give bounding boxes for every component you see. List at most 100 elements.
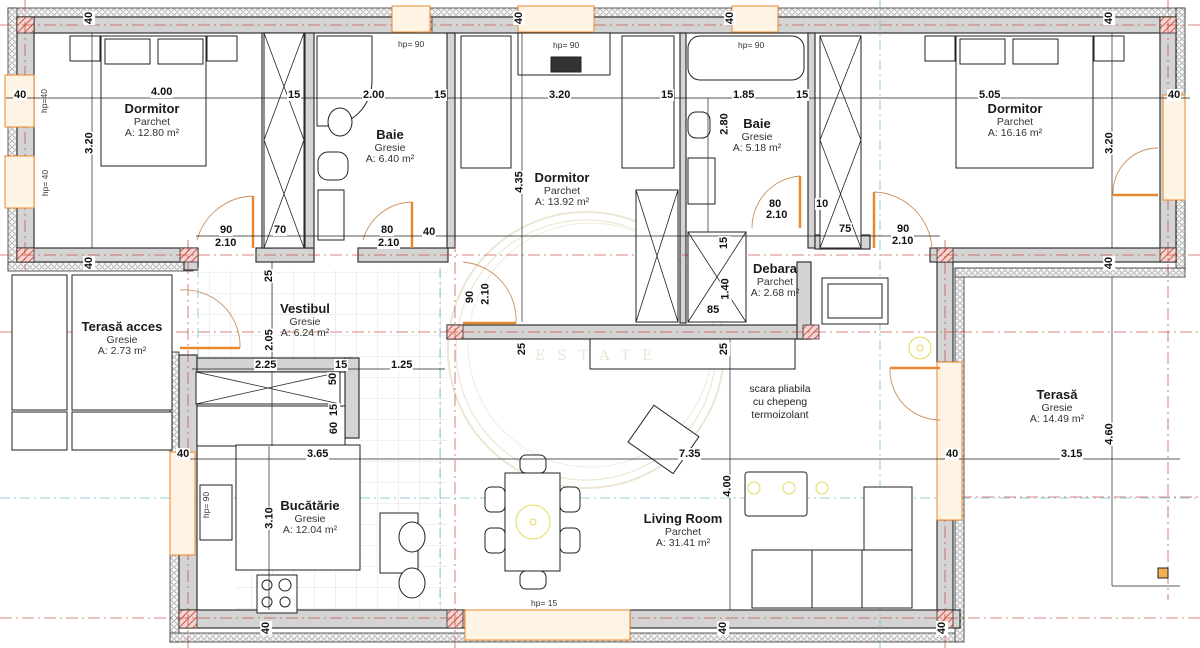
room-name: Living Room	[643, 511, 723, 526]
dim-bottom-wall-2: 40	[717, 620, 730, 636]
dim-kitchen-width: 3.65	[306, 448, 330, 460]
windows	[4, 5, 1186, 641]
hp-kitchen-window: hp= 90	[201, 491, 212, 519]
room-area: A: 2.73 m²	[97, 345, 147, 358]
room-area: A: 5.18 m²	[732, 142, 782, 155]
room-floor: Gresie	[289, 315, 321, 328]
dim-vestibul-25: 25	[263, 268, 276, 284]
doors	[179, 147, 1159, 421]
room-name: Dormitor	[534, 170, 590, 185]
dim-debara-1-40: 1.40	[719, 277, 732, 301]
dim-vestibul-50: 50	[327, 371, 340, 387]
room-area: A: 12.04 m²	[282, 524, 338, 537]
room-label-dormitor-1: Dormitor Parchet A: 12.80 m²	[124, 101, 180, 140]
room-label-living-room: Living Room Parchet A: 31.41 m²	[643, 511, 723, 550]
room-area: A: 16.16 m²	[987, 127, 1043, 140]
room-floor: Parchet	[543, 184, 581, 197]
dim-door-b2-width: 80	[768, 198, 783, 210]
dim-door-d3-width: 90	[896, 223, 911, 235]
dim-b1-side: 40	[422, 226, 437, 238]
room-name: Terasă acces	[81, 319, 163, 334]
dim-vestibul-1-25: 1.25	[390, 359, 414, 371]
dim-wardrobe-d1: 70	[273, 224, 288, 236]
dim-vestibul-height: 2.05	[263, 328, 276, 352]
dim-bottom-wall-1: 40	[260, 620, 273, 636]
dim-vestibul-15a: 15	[334, 359, 349, 371]
dim-door-dorm2-height: 2.10	[479, 282, 492, 306]
room-name: Baie	[743, 116, 771, 131]
furniture	[11, 32, 1169, 614]
room-label-baie-1: Baie Gresie A: 6.40 m²	[365, 127, 415, 166]
room-floor: Parchet	[133, 115, 171, 128]
hp-baie2-window: hp= 90	[738, 40, 765, 50]
dim-d1-height: 3.20	[83, 131, 96, 155]
room-floor: Parchet	[996, 115, 1034, 128]
dim-b2-side: 10	[815, 198, 830, 210]
dim-b1-wall: 15	[433, 89, 448, 101]
room-name: Bucătărie	[280, 498, 340, 513]
room-label-baie-2: Baie Gresie A: 5.18 m²	[732, 116, 782, 155]
dim-debara-15: 15	[718, 235, 731, 251]
room-name: Terasă	[1036, 387, 1078, 402]
room-area: A: 13.92 m²	[534, 196, 590, 209]
note-line-2: cu chepeng	[752, 396, 808, 409]
light-fixtures	[515, 336, 932, 540]
folding-stair-note: scara pliabila cu chepeng termoizolant	[749, 383, 810, 422]
dim-top-wall-3: 40	[724, 10, 737, 26]
room-label-terasa-acces: Terasă acces Gresie A: 2.73 m²	[81, 319, 163, 358]
dim-b2-wall: 15	[795, 89, 810, 101]
dim-door-dorm2-width: 90	[464, 289, 477, 305]
room-name: Vestibul	[280, 301, 330, 316]
dim-living-height: 4.00	[721, 474, 734, 498]
dim-living-25b: 25	[718, 341, 731, 357]
room-name: Dormitor	[124, 101, 180, 116]
dim-door-d1-width: 90	[219, 224, 234, 236]
room-area: A: 6.24 m²	[280, 327, 330, 340]
room-area: A: 14.49 m²	[1029, 413, 1085, 426]
dim-top-wall-1: 40	[83, 10, 96, 26]
note-line-3: termoizolant	[751, 409, 809, 422]
room-area: A: 6.40 m²	[365, 153, 415, 166]
room-label-dormitor-3: Dormitor Parchet A: 16.16 m²	[987, 101, 1043, 140]
room-label-dormitor-2: Dormitor Parchet A: 13.92 m²	[534, 170, 590, 209]
room-floor: Parchet	[756, 275, 794, 288]
dim-vestibul-15b: 15	[328, 402, 341, 418]
dim-d1-wall: 15	[287, 89, 302, 101]
dim-door-b1-height: 2.10	[377, 237, 401, 249]
dim-living-width: 7.35	[678, 448, 702, 460]
dim-debara-85: 85	[706, 304, 721, 316]
dim-d2-wall: 15	[660, 89, 675, 101]
dim-kitchen-left-wall: 40	[176, 448, 191, 460]
dim-top-wall-2: 40	[513, 10, 526, 26]
dim-mid-wall-right: 40	[1103, 255, 1116, 271]
room-label-vestibul: Vestibul Gresie A: 6.24 m²	[280, 301, 330, 340]
dim-living-25a: 25	[516, 341, 529, 357]
dim-door-b1-width: 80	[380, 224, 395, 236]
dim-right-wall: 40	[1167, 89, 1182, 101]
hp-left-window-2: hp= 40	[40, 169, 51, 197]
dim-wardrobe-d3: 75	[838, 223, 853, 235]
dim-d2-width: 3.20	[548, 89, 572, 101]
dim-d3-height: 3.20	[1103, 131, 1116, 155]
room-label-bucatarie: Bucătărie Gresie A: 12.04 m²	[280, 498, 340, 537]
dim-d1-width: 4.00	[150, 86, 174, 98]
dim-door-d3-height: 2.10	[891, 235, 915, 247]
dim-mid-wall-left: 40	[83, 255, 96, 271]
room-floor: Parchet	[664, 525, 702, 538]
room-area: A: 2.68 m²	[750, 287, 800, 300]
room-floor: Gresie	[1041, 401, 1073, 414]
dim-b1-width: 2.00	[362, 89, 386, 101]
dim-d2-height: 4.35	[513, 170, 526, 194]
dim-terasa-width: 3.15	[1060, 448, 1084, 460]
dim-left-wall: 40	[13, 89, 28, 101]
room-floor: Gresie	[374, 141, 406, 154]
room-floor: Gresie	[741, 130, 773, 143]
dim-bottom-wall-3: 40	[936, 620, 949, 636]
room-name: Debara	[752, 261, 798, 276]
room-area: A: 12.80 m²	[124, 127, 180, 140]
dim-top-wall-4: 40	[1103, 10, 1116, 26]
watermark-text: ESTATE	[535, 348, 665, 364]
dim-vestibul-60: 60	[328, 420, 341, 436]
hp-left-window-1: hp=40	[38, 89, 49, 113]
